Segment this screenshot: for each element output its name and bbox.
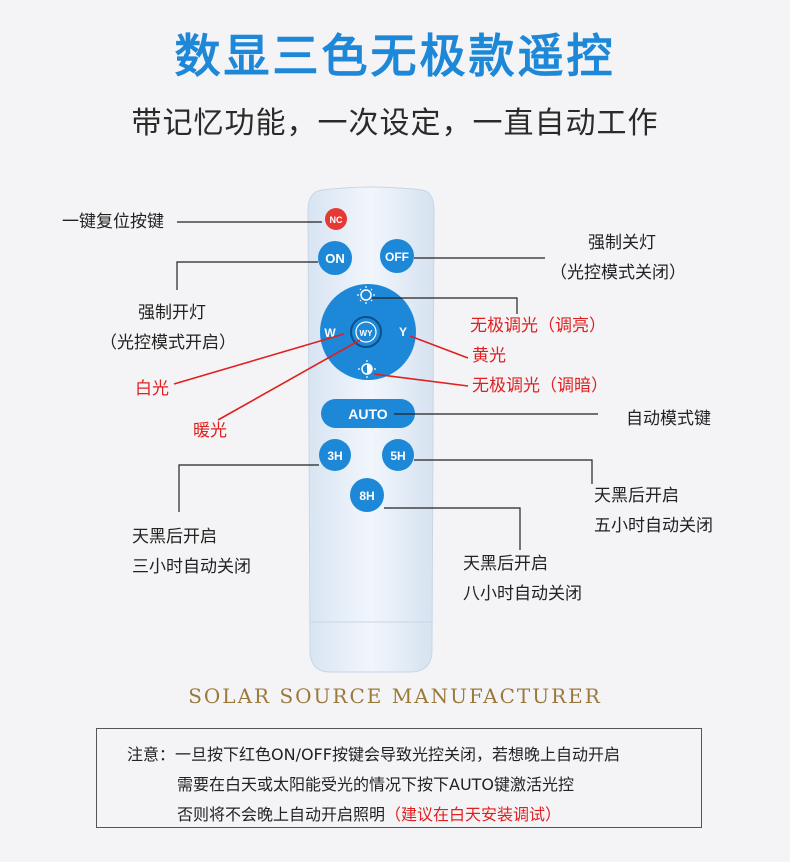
off-button-label: OFF [385,250,409,264]
nc-button-label: NC [330,215,343,225]
label-off-8: 八小时自动关闭 [463,584,582,604]
label-force-off-note: （光控模式关闭） [550,263,686,283]
remote-illustration: NC ON OFF W Y WY AUTO [173,186,598,673]
dim-down-icon[interactable] [358,360,376,378]
timer-8h-label: 8H [359,489,374,503]
page-subtitle: 带记忆功能，一次设定，一直自动工作 [131,106,659,141]
label-force-on-note: （光控模式开启） [100,333,236,353]
auto-button-label: AUTO [348,406,388,422]
auto-button[interactable]: AUTO [321,399,415,428]
notice-line-3-suggestion: （建议在白天安装调试） [385,805,562,824]
on-button-label: ON [325,251,345,266]
label-reset: 一键复位按键 [62,212,164,232]
callout-lines [176,221,598,550]
timer-5h-label: 5H [390,449,405,463]
timer-3h-label: 3H [327,449,342,463]
warm-button-label: WY [360,329,374,338]
notice-line-3: 否则将不会晚上自动开启照明（建议在白天安装调试） [177,801,561,825]
timer-3h-button[interactable]: 3H [319,439,351,471]
notice-line-3-main: 否则将不会晚上自动开启照明 [177,805,386,824]
label-dim-down: 无极调光（调暗） [472,376,608,396]
label-force-off: 强制关灯 [588,233,656,253]
label-white: 白光 [135,379,169,399]
on-button[interactable]: ON [318,241,352,275]
callout-lines-red [173,333,469,421]
off-button[interactable]: OFF [380,239,414,273]
label-force-on: 强制开灯 [138,303,206,323]
nc-button[interactable]: NC [325,208,347,230]
page-title: 数显三色无极款遥控 [174,29,616,83]
label-dark-on-5: 天黑后开启 [594,486,679,506]
timer-8h-button[interactable]: 8H [350,478,384,512]
label-dark-on-8: 天黑后开启 [463,554,548,574]
label-yellow: 黄光 [472,346,506,366]
label-dim-up: 无极调光（调亮） [470,316,606,336]
label-off-3: 三小时自动关闭 [132,557,251,577]
label-warm: 暖光 [193,421,227,441]
brand-text: SOLAR SOURCE MANUFACTURER [188,684,602,708]
label-auto-key: 自动模式键 [626,409,711,429]
warm-light-button[interactable]: WY [350,316,382,348]
notice-box: 注意：一旦按下红色ON/OFF按键会导致光控关闭，若想晚上自动开启 需要在白天或… [96,728,702,828]
label-off-5: 五小时自动关闭 [594,516,713,536]
dim-up-icon[interactable] [357,286,375,304]
notice-line-1: 注意：一旦按下红色ON/OFF按键会导致光控关闭，若想晚上自动开启 [127,745,620,764]
timer-5h-button[interactable]: 5H [382,439,414,471]
label-dark-on-3: 天黑后开启 [132,527,217,547]
yellow-light-button[interactable]: Y [399,325,407,339]
notice-line-2: 需要在白天或太阳能受光的情况下按下AUTO键激活光控 [177,775,575,794]
